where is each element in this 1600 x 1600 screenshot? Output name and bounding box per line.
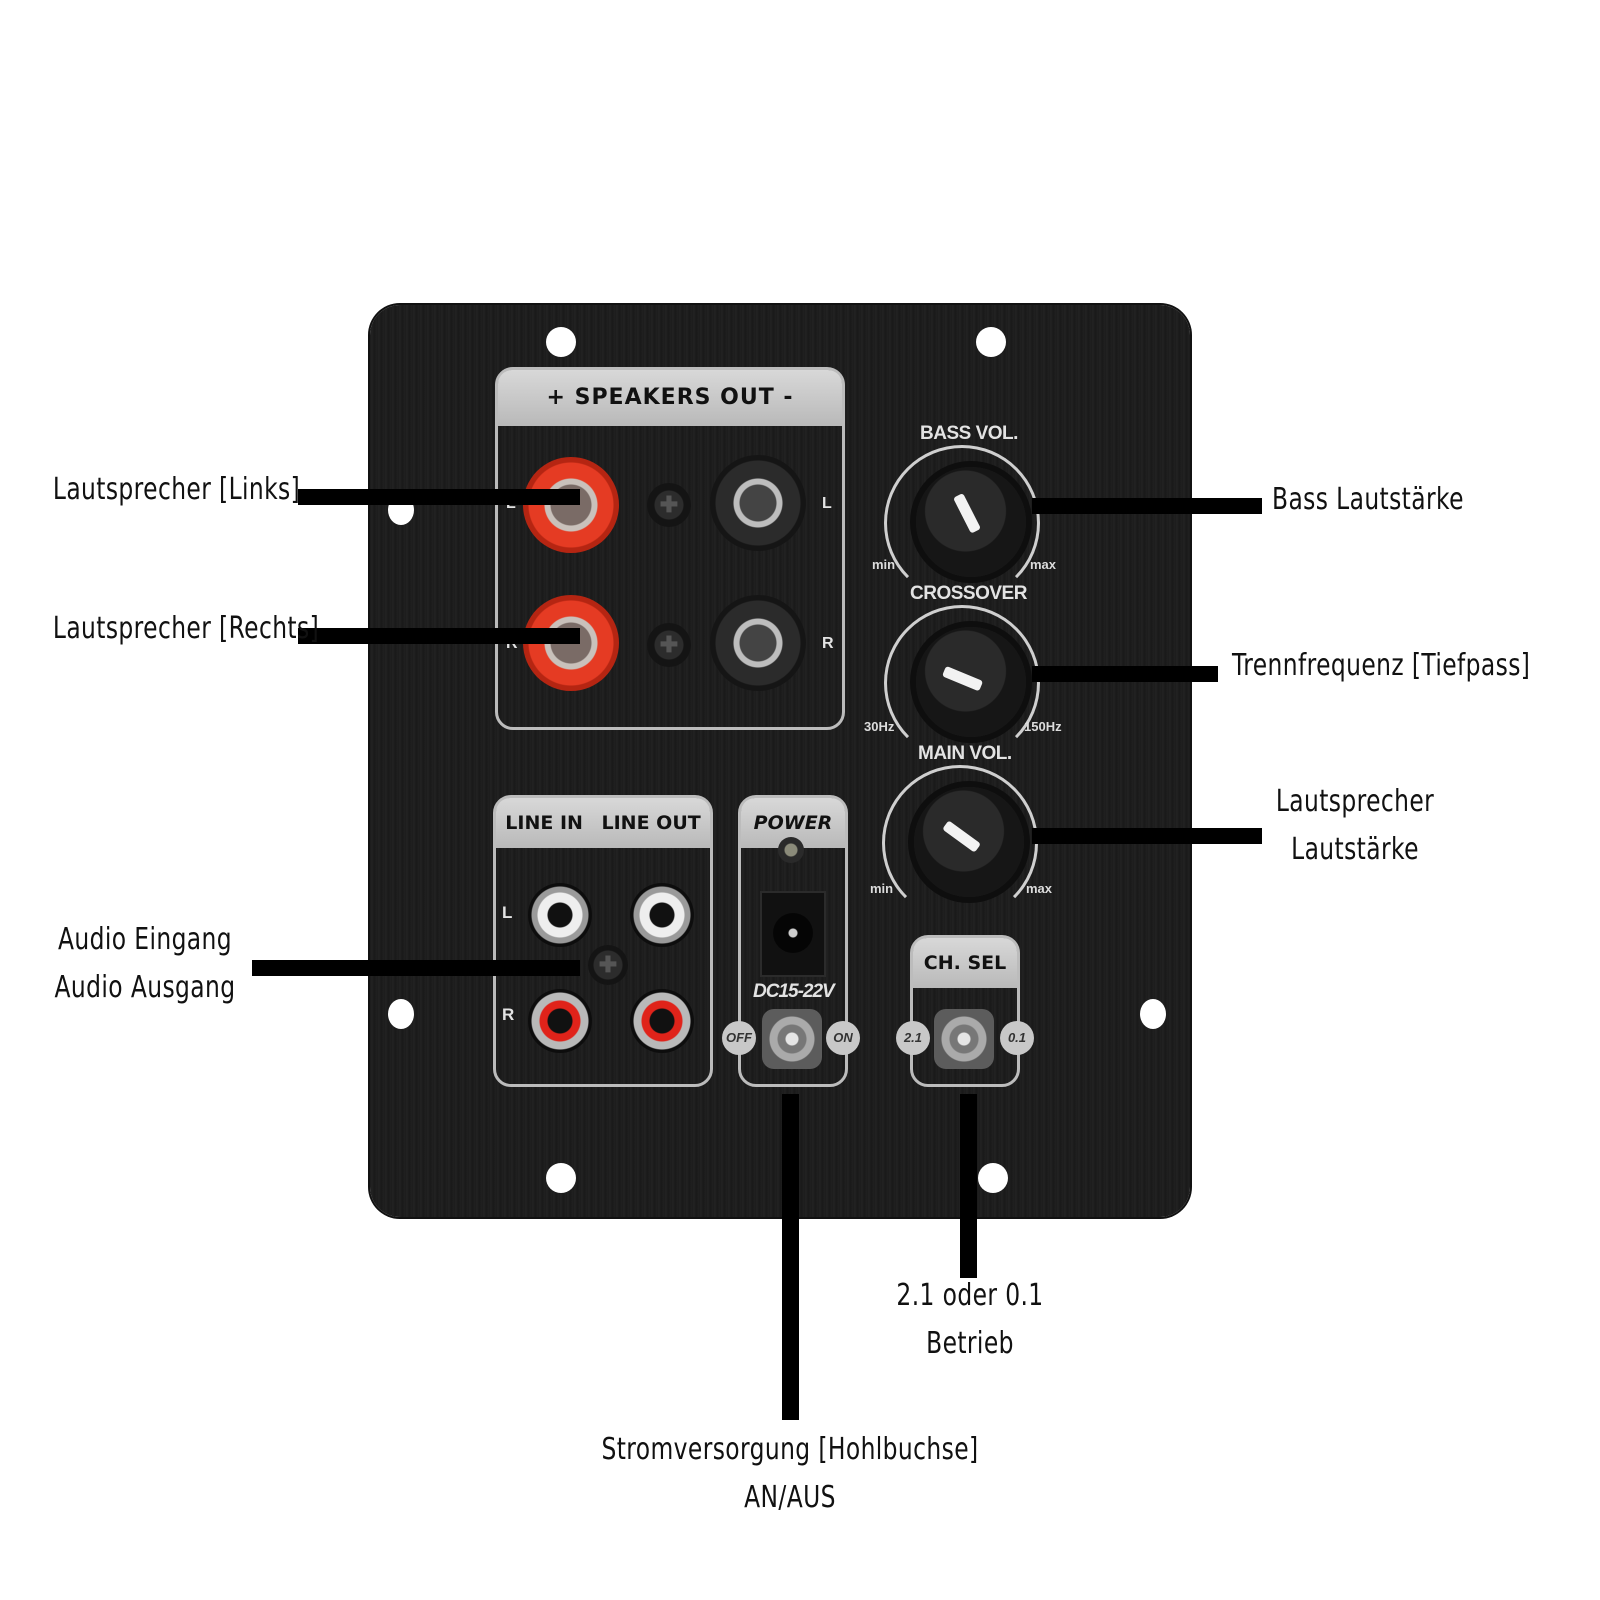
annotation-channel-mode-1: 2.1 oder 0.1 xyxy=(896,1278,1044,1313)
bass-volume-knob[interactable] xyxy=(916,467,1026,577)
speaker-terminal-left-negative[interactable] xyxy=(710,455,806,551)
line-out-right-jack[interactable] xyxy=(630,989,694,1053)
mounting-hole xyxy=(976,327,1006,357)
mounting-hole xyxy=(546,327,576,357)
line-out-label: LINE OUT xyxy=(601,812,701,834)
speakers-out-section: + SPEAKERS OUT - xyxy=(495,367,845,730)
amplifier-panel: + SPEAKERS OUT - L R L R ✚ ✚ LINE IN LIN… xyxy=(370,305,1190,1217)
screw-icon: ✚ xyxy=(647,483,691,527)
line-io-header: LINE IN LINE OUT xyxy=(496,798,710,848)
dc-power-jack[interactable] xyxy=(760,891,826,977)
line-label-right: R xyxy=(502,1005,514,1024)
annotation-speaker-right: Lautsprecher [Rechts] xyxy=(52,611,320,646)
crossover-title: CROSSOVER xyxy=(910,583,1027,604)
dial-arc xyxy=(884,605,1040,761)
annotation-main-volume-2: Lautstärke xyxy=(1291,832,1419,867)
bass-volume-title: BASS VOL. xyxy=(920,423,1018,444)
main-max-label: max xyxy=(1026,881,1053,896)
line-in-right-jack[interactable] xyxy=(528,989,592,1053)
power-on-label: ON xyxy=(826,1021,860,1055)
channel-select-toggle-switch[interactable] xyxy=(934,1009,994,1069)
channel-label-right: R xyxy=(822,635,834,652)
leader-line xyxy=(960,1094,977,1278)
speakers-out-header: + SPEAKERS OUT - xyxy=(498,370,842,426)
annotation-audio-in: Audio Eingang xyxy=(57,922,233,957)
dc-jack-socket-icon xyxy=(773,913,813,953)
main-min-label: min xyxy=(870,881,894,896)
power-toggle-switch[interactable] xyxy=(762,1009,822,1069)
channel-select-header: CH. SEL xyxy=(913,938,1017,988)
mounting-hole xyxy=(1140,999,1166,1029)
dc-rating-label: DC15-22V xyxy=(753,981,835,1002)
bass-max-label: max xyxy=(1030,557,1057,572)
line-io-section: LINE IN LINE OUT xyxy=(493,795,713,1087)
leader-line xyxy=(298,489,580,505)
annotation-channel-mode-2: Betrieb xyxy=(926,1326,1014,1361)
speaker-terminal-right-negative[interactable] xyxy=(710,595,806,691)
annotation-bass-volume: Bass Lautstärke xyxy=(1272,482,1464,517)
crossover-control: CROSSOVER 30Hz 150Hz xyxy=(864,583,1070,761)
main-volume-title: MAIN VOL. xyxy=(918,743,1012,764)
channel-select-section: CH. SEL xyxy=(910,935,1020,1087)
line-in-label: LINE IN xyxy=(505,812,583,834)
crossover-knob[interactable] xyxy=(916,627,1026,737)
annotation-power-2: AN/AUS xyxy=(744,1480,836,1515)
dial-arc xyxy=(884,445,1040,601)
annotation-main-volume-1: Lautsprecher xyxy=(1275,784,1435,819)
power-led-icon xyxy=(778,837,804,863)
mounting-hole xyxy=(388,999,414,1029)
leader-line xyxy=(1032,828,1262,844)
annotation-crossover: Trennfrequenz [Tiefpass] xyxy=(1232,648,1531,683)
leader-line xyxy=(1032,498,1262,514)
knob-pointer xyxy=(941,665,984,692)
leader-line xyxy=(252,960,580,976)
line-out-left-jack[interactable] xyxy=(630,883,694,947)
knob-pointer xyxy=(942,820,982,853)
mounting-hole xyxy=(978,1163,1008,1193)
screw-icon: ✚ xyxy=(647,623,691,667)
leader-line xyxy=(298,628,580,644)
channel-label-left: L xyxy=(822,495,832,512)
leader-line xyxy=(1032,666,1218,682)
power-off-label: OFF xyxy=(722,1021,756,1055)
main-volume-control: MAIN VOL. min max xyxy=(870,743,1068,921)
bass-volume-control: BASS VOL. min max xyxy=(872,423,1070,601)
line-label-left: L xyxy=(502,903,512,922)
crossover-min-label: 30Hz xyxy=(864,719,895,734)
bass-min-label: min xyxy=(872,557,896,572)
annotation-speaker-left: Lautsprecher [Links] xyxy=(52,472,301,507)
annotation-audio-out: Audio Ausgang xyxy=(54,970,236,1005)
screw-icon: ✚ xyxy=(588,945,628,985)
channel-option-0-1: 0.1 xyxy=(1000,1021,1034,1055)
knob-pointer xyxy=(953,492,981,534)
mounting-hole xyxy=(546,1163,576,1193)
channel-option-2-1: 2.1 xyxy=(896,1021,930,1055)
line-in-left-jack[interactable] xyxy=(528,883,592,947)
annotation-power-1: Stromversorgung [Hohlbuchse] xyxy=(601,1432,979,1467)
main-volume-knob[interactable] xyxy=(914,787,1024,897)
speaker-terminal-left-positive[interactable] xyxy=(523,457,619,553)
crossover-max-label: 150Hz xyxy=(1024,719,1062,734)
leader-line xyxy=(782,1094,799,1420)
